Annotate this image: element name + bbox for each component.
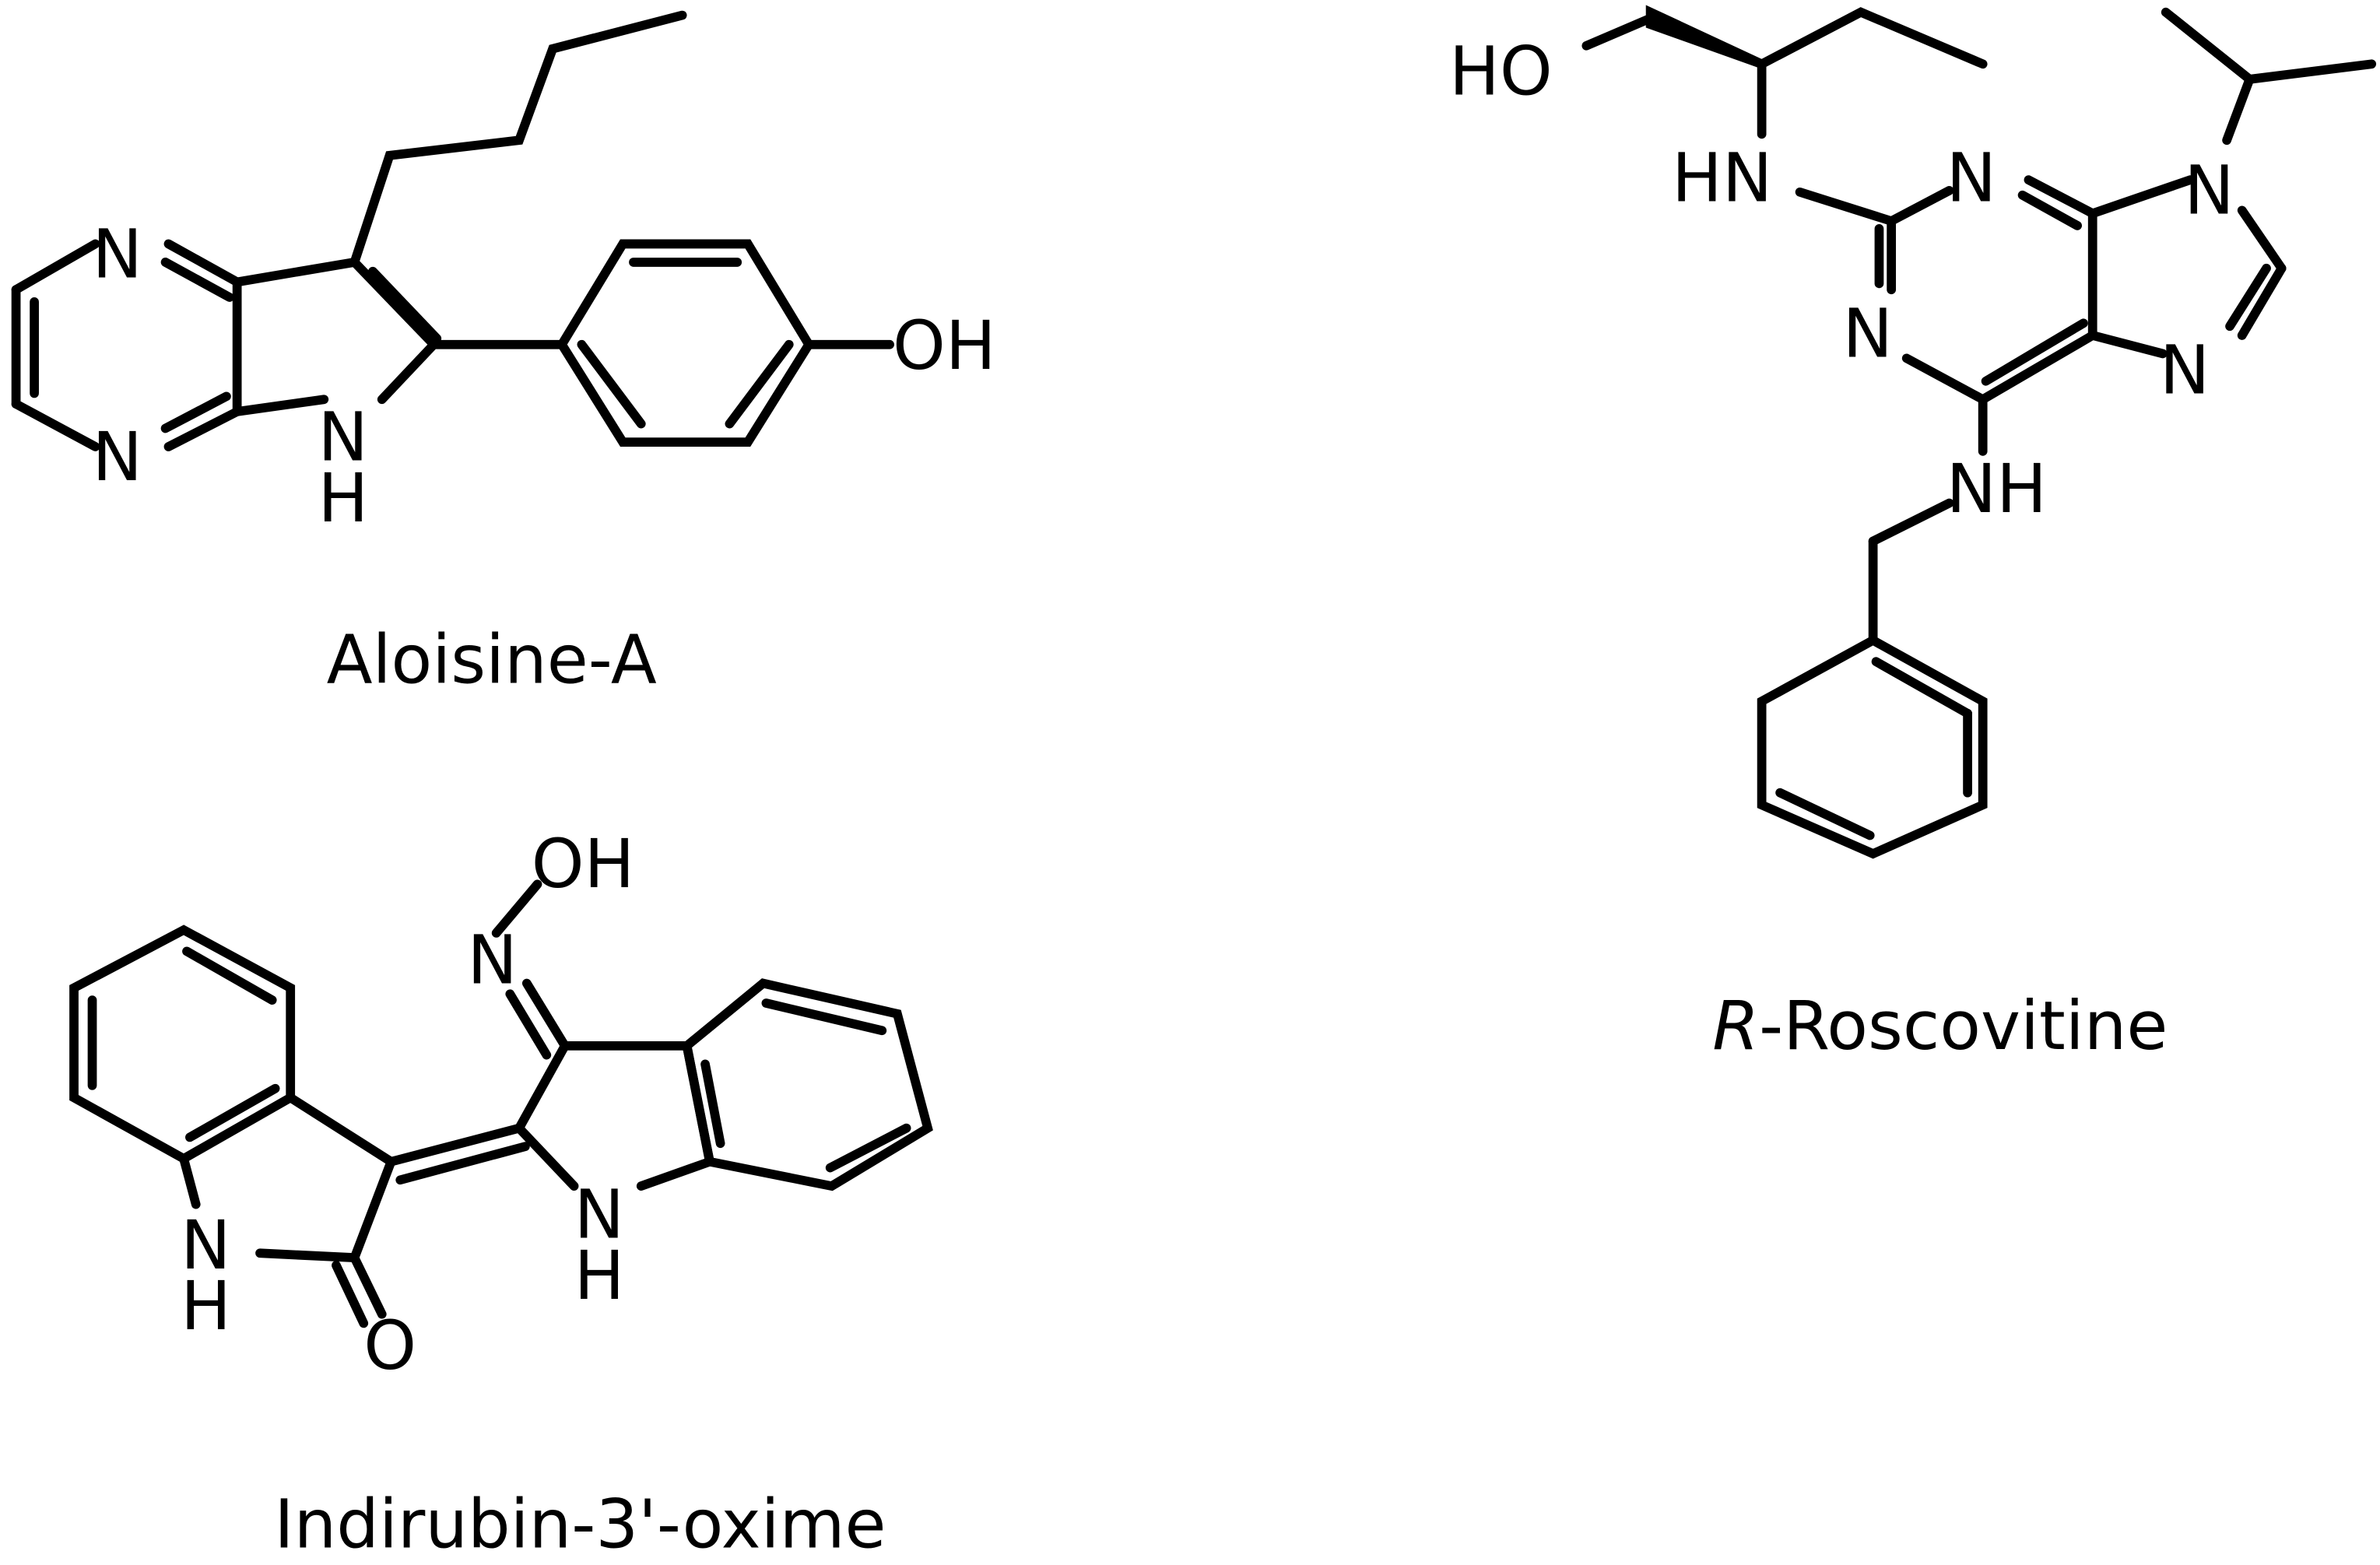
atom-hn: HN [1672, 140, 1772, 218]
atom-nh-n: N [318, 399, 367, 477]
atom-oxime-n: N [467, 922, 517, 1000]
atom-n-bottom: N [93, 419, 142, 497]
atom-oxime-oh: OH [532, 826, 635, 904]
atom-carbonyl-o: O [363, 1307, 416, 1385]
benzyl-ring [1757, 635, 1988, 859]
atom-n1: N [1946, 140, 1996, 218]
aloisine-a-structure: N N N H OH Aloisine-A [11, 10, 996, 700]
atom-n9: N [2184, 152, 2234, 230]
ethyl-chain [1757, 7, 1988, 69]
left-benzene-ring [69, 925, 296, 1164]
right-benzene-ring [682, 978, 933, 1191]
atom-n-top: N [93, 216, 142, 294]
atom-oh: OH [893, 307, 996, 385]
indirubin-oxime-structure: OH N N H O N H Indirubin-3'-oxime [69, 826, 933, 1563]
aloisine-a-caption: Aloisine-A [327, 622, 657, 700]
roscovitine-caption: R-Roscovitine [1712, 988, 2168, 1065]
roscovitine-caption-rest: -Roscovitine [1759, 988, 2168, 1065]
phenol-ring [556, 239, 815, 447]
atom-right-nh-n: N [574, 1177, 624, 1254]
indirubin-caption: Indirubin-3'-oxime [274, 1486, 886, 1561]
butyl-chain [349, 10, 687, 267]
atom-nh: NH [1946, 451, 2047, 528]
roscovitine-structure: HO HN N N N N NH R-Roscovitine [1449, 5, 2377, 1065]
wedge-bond [1645, 5, 1764, 68]
atom-right-nh-h: H [574, 1237, 625, 1315]
atom-left-nh-h: H [181, 1268, 231, 1346]
roscovitine-caption-prefix: R [1712, 988, 1759, 1065]
atom-nh-h: H [318, 460, 368, 538]
atom-ho: HO [1449, 33, 1553, 111]
atom-n7: N [2160, 332, 2210, 409]
atom-n3: N [1842, 295, 1892, 373]
atom-left-nh-n: N [181, 1207, 230, 1285]
